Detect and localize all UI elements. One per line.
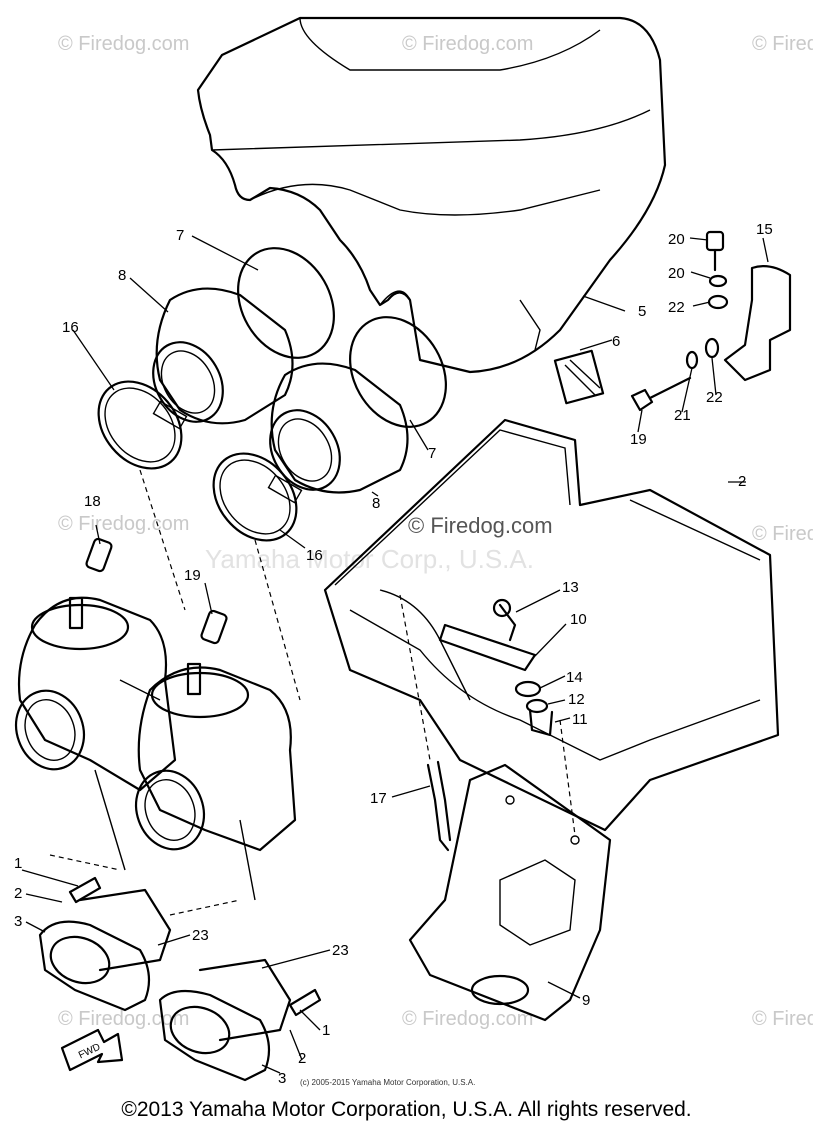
callout-labels: 7 8 16 5 6 7 8 16 2 13 10 14 12 11 17 9 … — [14, 221, 773, 1087]
callout-22-right: 19 — [184, 567, 201, 584]
part-carburetors — [15, 596, 297, 901]
copyright-footer: ©2013 Yamaha Motor Corporation, U.S.A. A… — [121, 1098, 692, 1121]
callout-7-top: 7 — [176, 227, 184, 244]
callout-6: 2 — [738, 473, 746, 490]
watermark-bottom-left: © Firedog.com — [58, 1008, 189, 1030]
watermark-bottom-right: © Firedog.com — [752, 1008, 813, 1030]
part-air-filter-cover — [196, 16, 667, 374]
watermark-mid-right: © Firedog.com — [752, 523, 813, 545]
callout-20-top: 22 — [668, 299, 685, 316]
watermark-top-right: © Firedog.com — [752, 33, 813, 55]
part-bracket-bolt — [438, 598, 542, 698]
callout-5: 6 — [612, 333, 620, 350]
callout-11: 11 — [572, 711, 588, 728]
callout-20-bottom: 22 — [706, 389, 723, 406]
part-element — [553, 349, 605, 405]
fwd-label: FWD — [77, 1042, 102, 1062]
part-air-filter-case — [323, 418, 780, 832]
callout-7-mid: 7 — [428, 445, 436, 462]
callout-4: 5 — [638, 303, 646, 320]
callout-9: 9 — [582, 992, 590, 1009]
callout-8-top: 8 — [118, 267, 126, 284]
callout-16-mid: 16 — [306, 547, 323, 564]
fwd-arrow: FWD — [60, 1028, 124, 1072]
callout-2-left: 2 — [14, 885, 22, 902]
callout-18: 19 — [630, 431, 647, 448]
callout-15: 15 — [756, 221, 773, 238]
watermark-bottom-center: © Firedog.com — [402, 1008, 533, 1030]
callout-19-top: 20 — [668, 265, 685, 282]
callout-22-left: 18 — [84, 493, 101, 510]
callout-14: 14 — [566, 669, 583, 686]
part-manifolds — [38, 876, 322, 1082]
part-plate — [408, 763, 612, 1022]
part-mounting-bracket — [630, 230, 792, 412]
leader-lines — [21, 235, 769, 1074]
callout-3-left: 3 — [14, 913, 22, 930]
callout-2-right: 2 — [298, 1050, 306, 1067]
callout-3-right: 3 — [278, 1070, 286, 1087]
part-grommet — [525, 698, 554, 737]
callout-21: 17 — [370, 790, 387, 807]
callout-1-left: 1 — [14, 855, 22, 872]
callout-17: 20 — [668, 231, 685, 248]
callout-23-left: 23 — [192, 927, 209, 944]
watermark-center: © Firedog.com — [408, 513, 553, 538]
fine-print: (c) 2005-2015 Yamaha Motor Corporation, … — [300, 1078, 476, 1087]
watermark-mid-left: © Firedog.com — [58, 513, 189, 535]
watermark-top-center: © Firedog.com — [402, 33, 533, 55]
part-drain-hose — [426, 760, 452, 852]
part-intake-joints — [152, 287, 409, 494]
watermark-top-left: © Firedog.com — [58, 33, 189, 55]
callout-23-right: 23 — [332, 942, 349, 959]
callout-1-right: 1 — [322, 1022, 330, 1039]
part-o-rings — [237, 247, 447, 428]
callout-19-bottom: 21 — [674, 407, 691, 424]
callout-10: 10 — [570, 611, 587, 628]
part-vent-caps — [85, 537, 228, 645]
callout-8-mid: 8 — [372, 495, 380, 512]
callout-16-top: 16 — [62, 319, 79, 336]
callout-13: 13 — [562, 579, 579, 596]
assembly-lines — [49, 469, 576, 916]
callout-12: 12 — [568, 691, 585, 708]
